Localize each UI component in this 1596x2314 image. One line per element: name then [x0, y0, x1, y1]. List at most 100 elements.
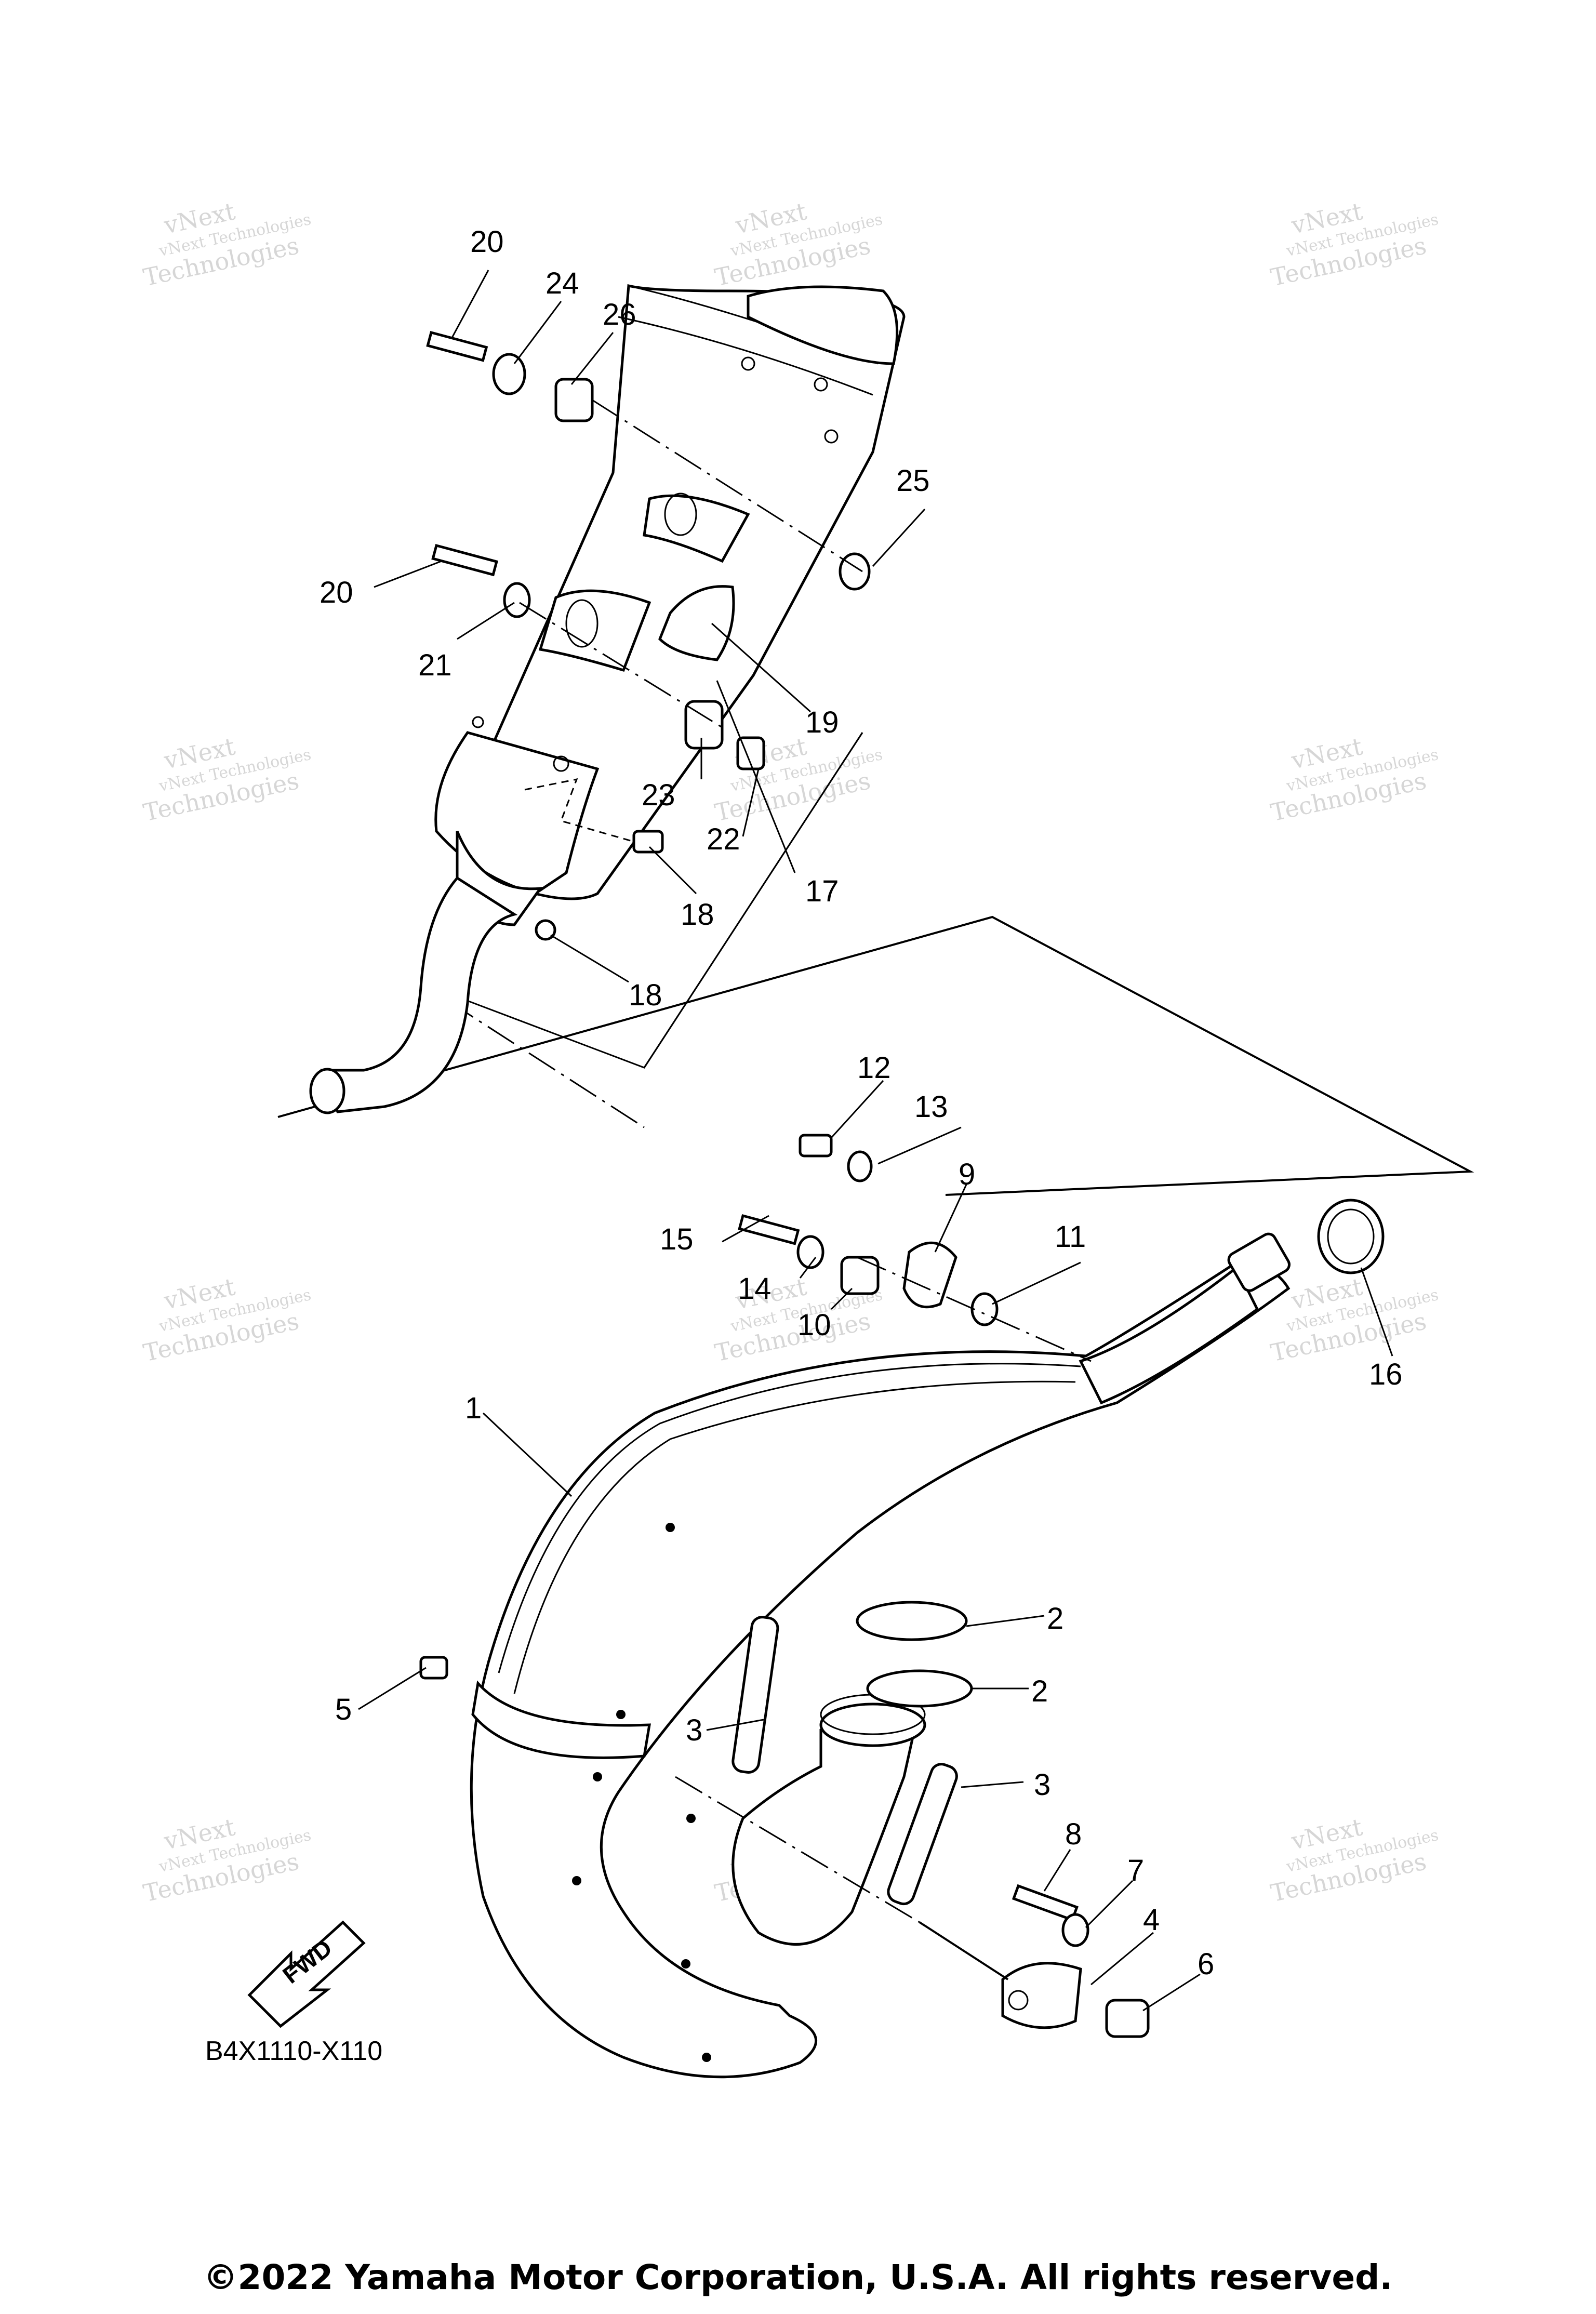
- copyright-notice: ©2022 Yamaha Motor Corporation, U.S.A. A…: [203, 2257, 1393, 2297]
- washer-7: [1061, 1913, 1089, 1947]
- callout-20: 20: [470, 225, 504, 259]
- callout-18: 18: [629, 978, 662, 1012]
- inlet-flange: [819, 1703, 926, 1747]
- protector-plate: [658, 585, 735, 661]
- exhaust-chamber-body: [470, 1261, 1291, 2079]
- silencer-assembly: [277, 284, 1474, 1196]
- callout-12: 12: [857, 1051, 891, 1085]
- diagram-code: B4X1110-X110: [205, 2036, 382, 2066]
- callout-25: 25: [896, 464, 930, 498]
- callout-5: 5: [335, 1693, 352, 1726]
- callout-18: 18: [681, 898, 714, 932]
- rivet: [572, 1876, 581, 1885]
- rivet: [472, 716, 484, 728]
- fwd-arrow-shape: [247, 1920, 366, 2028]
- callout-9: 9: [959, 1158, 975, 1191]
- upper-mount-hole: [664, 493, 697, 536]
- collar-6: [1105, 1999, 1150, 2038]
- assembly-line: [519, 602, 723, 728]
- centerline: [446, 999, 645, 1128]
- fitting-16-inner: [1327, 1208, 1375, 1265]
- exhaust-pipe-assembly: [419, 1134, 1385, 2079]
- callout-19: 19: [805, 706, 839, 739]
- bolt-20-lower: [431, 543, 498, 577]
- callout-6: 6: [1198, 1947, 1214, 1981]
- callout-8: 8: [1065, 1817, 1082, 1851]
- watermark: vNext vNext Technologies Technologies: [1268, 1813, 1440, 1907]
- bolt-15: [738, 1214, 800, 1245]
- chamber-seam: [513, 1380, 1076, 1694]
- collar-22: [736, 736, 765, 770]
- watermark: vNext vNext Technologies Technologies: [141, 1272, 313, 1367]
- callout-14: 14: [738, 1272, 772, 1306]
- callout-11: 11: [1055, 1220, 1086, 1254]
- callout-22: 22: [707, 822, 740, 856]
- lower-mount-hole: [565, 599, 598, 648]
- lower-mount-bracket: [538, 589, 651, 672]
- callout-16: 16: [1369, 1358, 1403, 1391]
- washer-24: [492, 353, 526, 395]
- silencer-inlet-opening: [309, 1068, 345, 1114]
- main-assembly-outline: [277, 915, 1474, 1196]
- screw-18-upper: [632, 830, 664, 854]
- chamber-outlet-collar: [1227, 1232, 1291, 1292]
- bolt-20-upper: [426, 330, 488, 362]
- callout-7: 7: [1127, 1854, 1144, 1887]
- callout-2: 2: [1047, 1602, 1063, 1635]
- rivet: [666, 1523, 675, 1532]
- collar-25: [839, 552, 871, 591]
- stay-9: [902, 1241, 957, 1309]
- o-ring-2-upper: [856, 1601, 968, 1641]
- bolt-8: [1012, 1884, 1079, 1922]
- washer-21: [503, 582, 531, 618]
- rivet: [686, 1814, 696, 1823]
- callout-21: 21: [418, 648, 452, 682]
- callout-15: 15: [660, 1222, 694, 1256]
- leader-lines: [358, 270, 1393, 2012]
- bolt-5: [419, 1656, 448, 1680]
- watermark: vNext vNext Technologies Technologies: [1268, 197, 1440, 291]
- rivet: [681, 1959, 690, 1969]
- bolt-12: [799, 1134, 833, 1158]
- spring-3-left: [732, 1616, 779, 1774]
- rivet: [702, 2053, 711, 2062]
- assembly-line: [857, 1256, 1092, 1362]
- grommet-23: [684, 700, 724, 750]
- assembly-line: [675, 1776, 920, 1923]
- watermark: vNext vNext Technologies Technologies: [141, 732, 313, 827]
- chamber-seam: [498, 1363, 1081, 1673]
- watermark: vNext vNext Technologies Technologies: [141, 1813, 313, 1907]
- callout-3: 3: [1034, 1768, 1050, 1802]
- rivet: [553, 755, 569, 772]
- callout-24: 24: [546, 267, 579, 300]
- bracket-hole: [1008, 1990, 1029, 2011]
- silencer-band-line: [618, 316, 873, 396]
- chamber-band: [471, 1680, 651, 1759]
- callout-4: 4: [1143, 1903, 1160, 1937]
- assembly-line: [919, 1921, 1009, 1980]
- screw-18-lower: [535, 919, 556, 941]
- watermark: vNext vNext Technologies Technologies: [141, 197, 313, 291]
- collar-11: [970, 1292, 999, 1326]
- watermark: vNext vNext Technologies Technologies: [1268, 732, 1440, 827]
- spring-3-right: [887, 1763, 958, 1906]
- rivet: [593, 1772, 602, 1781]
- callout-20: 20: [320, 576, 353, 609]
- grommet-10: [840, 1256, 880, 1295]
- washer-13: [847, 1150, 873, 1182]
- rivet: [616, 1710, 626, 1719]
- o-ring-2-lower: [866, 1669, 973, 1708]
- callout-1: 1: [465, 1391, 482, 1425]
- callout-10: 10: [797, 1308, 831, 1342]
- washer-14: [796, 1235, 824, 1269]
- silencer-group-line: [643, 732, 863, 1068]
- chamber-outlet-pipe: [1079, 1266, 1259, 1405]
- hidden-line: [524, 778, 634, 843]
- silencer-inlet-pipe: [320, 876, 518, 1113]
- fwd-arrow: FWD: [247, 1920, 366, 2028]
- rivet: [741, 356, 755, 371]
- callout-13: 13: [914, 1090, 948, 1124]
- callouts: 1 2 2 3 3 4 5 6 7 8 9 10 11 12 13 14 15 …: [320, 225, 1403, 2012]
